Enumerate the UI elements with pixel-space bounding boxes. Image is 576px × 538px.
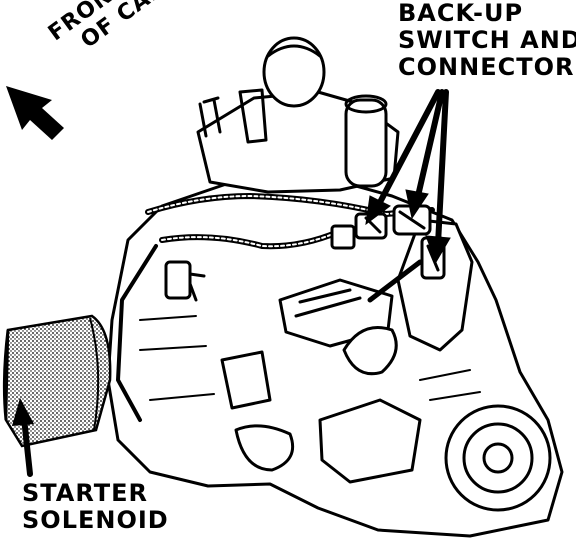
backup-switch-line-2: SWITCH AND: [398, 26, 576, 54]
front-arrow-icon: [6, 86, 64, 140]
backup-switch-label: BACK-UP SWITCH AND CONNECTOR: [398, 0, 576, 81]
engine-block: [106, 36, 564, 538]
backup-switch-line-1: BACK-UP: [398, 0, 524, 27]
starter-solenoid-part: [2, 314, 112, 448]
starter-solenoid-line-1: STARTER: [22, 479, 149, 507]
backup-switch-line-3: CONNECTOR: [398, 53, 575, 81]
starter-solenoid-label: STARTER SOLENOID: [22, 480, 169, 534]
starter-pointer-arrow: [12, 398, 34, 477]
backup-switch-pointer-arrows: [365, 89, 451, 264]
starter-solenoid-line-2: SOLENOID: [22, 506, 169, 534]
